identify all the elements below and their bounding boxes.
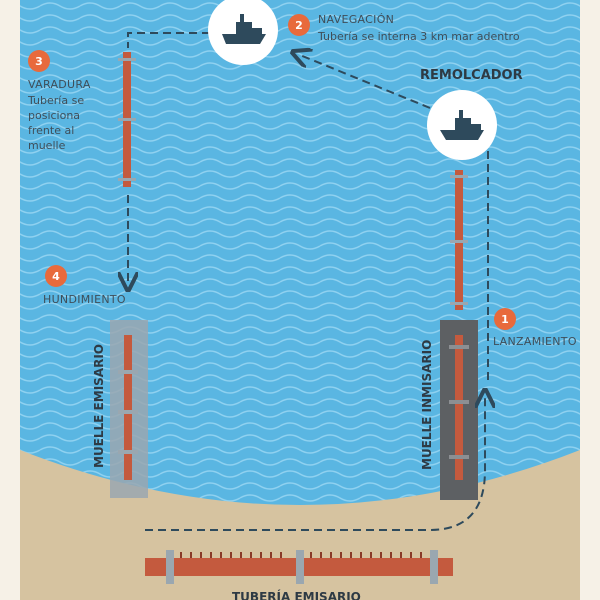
route-launch <box>145 398 485 531</box>
route-navigation <box>300 55 431 109</box>
left-pier-label: MUELLE EMISARIO <box>92 344 106 468</box>
step-3-description-line-2: posiciona <box>28 109 81 122</box>
step-3-description-line-4: muelle <box>28 139 66 152</box>
tug-icon-remolcador <box>427 90 497 160</box>
step-2-description: Tubería se interna 3 km mar adentro <box>318 30 520 43</box>
step-3-badge: 3 <box>28 50 50 72</box>
tug-label: REMOLCADOR <box>420 68 523 83</box>
right-pier-label: MUELLE INMISARIO <box>420 339 434 470</box>
step-3-title: VARADURA <box>28 78 91 91</box>
pipe-left-pier <box>118 335 138 480</box>
step-4-badge: 4 <box>45 265 67 287</box>
step-2-title: NAVEGACIÓN <box>318 13 395 26</box>
route-top <box>127 32 210 48</box>
bottom-pipe <box>145 550 453 584</box>
step-1-badge: 1 <box>494 308 516 330</box>
tug-icon-top <box>208 0 278 65</box>
step-1-title: LANZAMIENTO <box>493 335 577 348</box>
step-2-badge: 2 <box>288 14 310 36</box>
bottom-pipe-label: TUBERÍA EMISARIO <box>232 590 361 600</box>
pipe-towed <box>450 170 468 310</box>
pipe-right-pier <box>449 335 469 480</box>
step-3-description-line-1: Tubería se <box>28 94 85 107</box>
pipe-varadura <box>118 52 136 187</box>
step-4-title: HUNDIMIENTO <box>43 293 126 306</box>
step-3-description-line-3: frente al <box>28 124 75 137</box>
